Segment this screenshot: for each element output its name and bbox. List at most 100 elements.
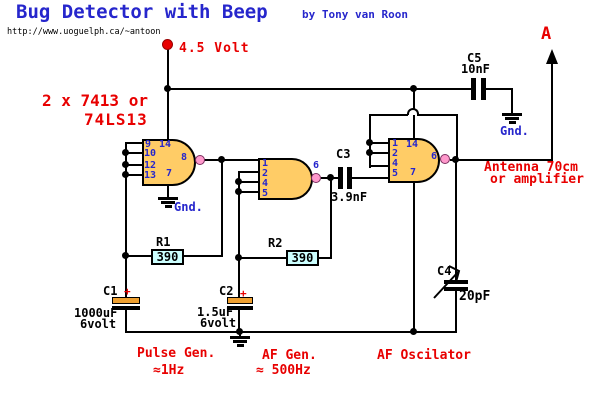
capacitor-c2-polarity: +	[240, 287, 247, 300]
resistor-r2-value: 390	[286, 250, 319, 266]
wire-segment	[317, 257, 332, 259]
wire-segment	[183, 255, 223, 257]
capacitor-c1-plate-negative	[112, 306, 140, 310]
pin-label: 13	[144, 170, 157, 181]
resistor-r2-name: R2	[268, 236, 283, 250]
ground-symbol-bar	[236, 344, 244, 347]
wire-segment	[125, 310, 127, 333]
ground-symbol-bar	[505, 117, 519, 120]
ground-symbol-bar	[161, 201, 175, 204]
wire-segment	[125, 152, 142, 154]
wire-segment	[486, 88, 513, 90]
junction-dot	[122, 161, 129, 168]
ground-symbol-bar	[230, 336, 250, 339]
capacitor-c5-plate	[481, 78, 486, 100]
wire-segment	[352, 177, 388, 179]
wire-segment	[413, 182, 415, 333]
wire-segment	[167, 184, 169, 198]
wire-segment	[455, 160, 457, 280]
capacitor-c2-plate-positive	[227, 297, 253, 304]
antenna-arrow-icon	[546, 49, 558, 64]
junction-dot	[452, 156, 459, 163]
wire-segment	[203, 159, 258, 161]
ground-symbol-bar	[233, 340, 247, 343]
wire-segment	[511, 88, 513, 114]
nand-gate-1-body	[142, 139, 196, 186]
capacitor-c1-value: 1000uF	[74, 306, 118, 320]
wire-segment	[551, 63, 553, 161]
junction-dot	[235, 188, 242, 195]
wire-segment	[239, 332, 241, 338]
resistor-r1-value: 390	[151, 249, 184, 265]
wire-segment	[125, 174, 142, 176]
pin-label: 1	[392, 138, 399, 149]
capacitor-c4-trim-arrow	[433, 265, 461, 299]
pin-label: 5	[262, 188, 269, 199]
capacitor-c1-voltage: 6volt	[80, 317, 117, 331]
wire-hop	[407, 108, 419, 115]
ground-symbol-bar	[158, 197, 178, 200]
schematic-title: Bug Detector with Beep	[16, 1, 268, 23]
capacitor-c4-name: C4	[437, 264, 452, 278]
pin-label: 9	[145, 139, 152, 150]
ground-symbol-bar	[508, 121, 516, 124]
chip-type-line1: 2 x 7413 or	[42, 91, 148, 110]
pin-label: 1	[262, 158, 269, 169]
junction-dot	[122, 252, 129, 259]
junction-dot	[122, 149, 129, 156]
wire-segment	[450, 159, 553, 161]
section-pulse-gen-line1: Pulse Gen.	[137, 346, 216, 361]
pin-label: 8	[181, 152, 188, 163]
capacitor-c5-value: 10nF	[461, 62, 490, 76]
supply-node-dot	[162, 39, 173, 50]
gate-3-inverter-bubble	[440, 154, 450, 164]
gate-2-inverter-bubble	[311, 173, 321, 183]
capacitor-c2-voltage: 6volt	[200, 316, 237, 330]
wire-segment	[221, 160, 223, 257]
capacitor-c1-plate-positive	[112, 297, 140, 304]
wire-segment	[238, 181, 258, 183]
ground-label-gate1: Gnd.	[174, 200, 203, 214]
section-af-oscillator: AF Oscilator	[377, 348, 471, 363]
junction-dot	[410, 328, 417, 335]
wire-segment	[456, 114, 458, 161]
resistor-r1-name: R1	[156, 235, 171, 249]
nand-gate-3-body	[388, 138, 440, 183]
capacitor-c2-name: C2	[219, 284, 234, 298]
pin-label: 6	[313, 160, 320, 171]
ground-label-c5: Gnd.	[500, 124, 529, 138]
capacitor-c2-value: 1.5uF	[197, 305, 234, 319]
pin-label: 14	[159, 139, 172, 150]
chip-type-line2: 74LS13	[84, 110, 148, 129]
wire-segment	[238, 171, 258, 173]
section-af-gen-line2: ≈ 500Hz	[256, 363, 311, 378]
pin-label: 5	[392, 168, 399, 179]
source-url: http://www.uoguelph.ca/~antoon	[7, 27, 161, 37]
pin-label: 2	[262, 168, 269, 179]
wire-segment	[125, 164, 142, 166]
junction-dot	[122, 171, 129, 178]
pin-label: 2	[392, 148, 399, 159]
pin-label: 4	[262, 178, 269, 189]
capacitor-c3-plate	[338, 167, 343, 189]
wire-segment	[125, 142, 127, 299]
ground-symbol-bar	[164, 205, 172, 208]
capacitor-c3-value: 3.9nF	[331, 190, 368, 204]
junction-dot	[235, 254, 242, 261]
capacitor-c4-plate	[444, 287, 468, 291]
wire-segment	[239, 257, 286, 259]
junction-dot	[218, 156, 225, 163]
wire-segment	[126, 255, 152, 257]
junction-dot	[235, 178, 242, 185]
antenna-note-line2: or amplifier	[490, 172, 584, 187]
wire-segment	[369, 142, 389, 144]
capacitor-c1-polarity: +	[124, 285, 131, 298]
capacitor-c3-plate	[347, 167, 352, 189]
junction-dot	[327, 174, 334, 181]
pin-label: 4	[392, 158, 399, 169]
wire-segment	[238, 191, 258, 193]
junction-dot	[366, 149, 373, 156]
capacitor-c3-name: C3	[336, 147, 351, 161]
section-af-gen-line1: AF Gen.	[262, 348, 317, 363]
